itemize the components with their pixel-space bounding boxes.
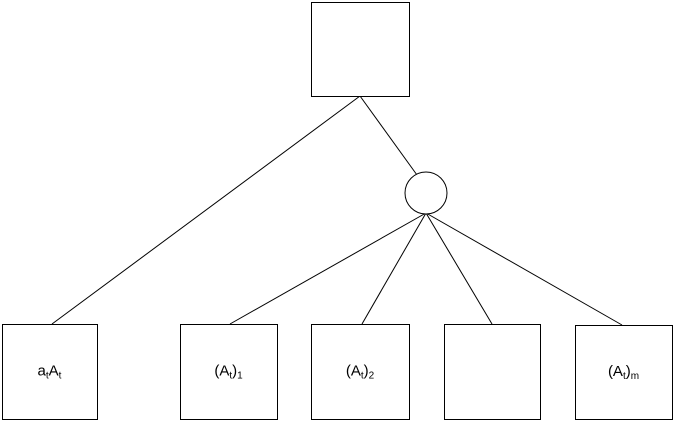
edge-circle-to-leaf3 [361, 212, 427, 325]
leaf-box-blank[interactable] [444, 324, 541, 420]
edge-root-to-leaf1 [51, 95, 361, 325]
leaf-label-at-1: (At)1 [214, 362, 243, 381]
edge-root-to-circle [359, 95, 418, 176]
leaf-box-at-2[interactable] [311, 324, 410, 420]
leaf-label-at-m: (At)m [608, 363, 639, 382]
leaf-node-4[interactable] [444, 324, 541, 420]
edge-circle-to-leaf4 [425, 212, 493, 325]
root-node[interactable] [311, 2, 410, 97]
leaf-node-1[interactable]: atAt [2, 324, 98, 420]
leaf-node-3[interactable]: (At)2 [311, 324, 410, 420]
leaf-node-2[interactable]: (At)1 [180, 324, 278, 420]
leaf-label-at-2: (At)2 [346, 362, 375, 381]
leaf-node-5[interactable]: (At)m [575, 325, 673, 420]
edge-circle-to-leaf5 [425, 212, 623, 326]
leaf-nodes-group: atAt (At)1 (At)2 (At)m [2, 324, 673, 420]
root-box[interactable] [311, 2, 410, 97]
circle-node[interactable] [404, 171, 448, 215]
edge-group [51, 95, 623, 326]
leaf-label-at-big-at: atAt [38, 362, 62, 381]
leaf-box-at-big-at[interactable] [2, 324, 98, 420]
leaf-box-at-1[interactable] [180, 324, 278, 420]
edge-circle-to-leaf2 [229, 212, 427, 325]
circle-junction-node[interactable] [404, 171, 448, 215]
